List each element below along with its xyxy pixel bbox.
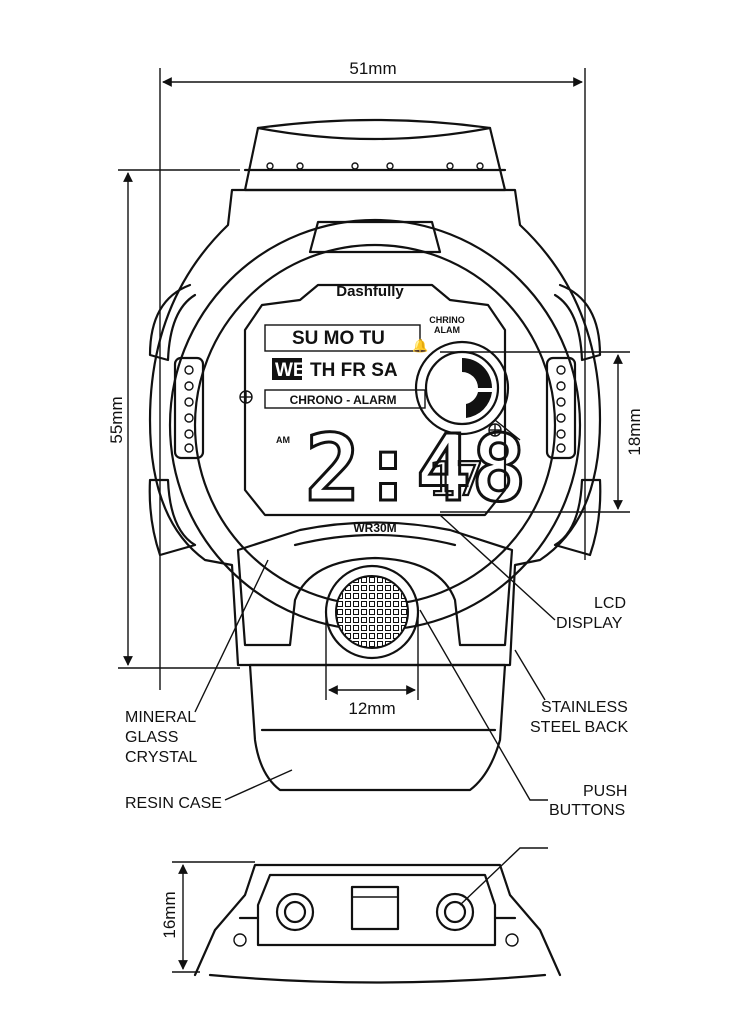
watch-front: Dashfully SU MO TU WE TH FR SA CHRINO AL… (148, 118, 602, 792)
lcd-display-label-2: DISPLAY (556, 615, 623, 632)
callout-lines (194, 514, 556, 906)
active-day: WE (275, 360, 306, 381)
side-button-lower-right (553, 478, 602, 557)
time-display: 2:48 (305, 415, 527, 522)
side-button-left (275, 892, 315, 932)
days-row-1: SU MO TU (292, 328, 385, 349)
seconds-display: 17 (428, 452, 483, 506)
front-guard (236, 521, 514, 647)
chrono-label-1: CHRINO (429, 315, 465, 325)
right-screw-strip (545, 356, 577, 460)
active-day-box (272, 358, 302, 380)
thickness-dimension: 16mm (160, 861, 255, 973)
push-buttons-label-1: PUSH (583, 783, 627, 800)
am-label: AM (276, 435, 290, 445)
crosshair-icon-left (239, 390, 253, 404)
lcd-display-label-1: LCD (594, 595, 626, 612)
side-button-right (435, 892, 475, 932)
side-crown (350, 885, 400, 931)
width-label: 51mm (349, 59, 396, 78)
side-profile (193, 863, 562, 984)
thickness-label: 16mm (160, 891, 179, 938)
brand-logo: Dashfully (336, 283, 404, 300)
steel-back-label-2: STEEL BACK (530, 719, 628, 736)
main-push-button (324, 564, 420, 660)
case-outer (148, 188, 602, 667)
water-resistance-label: WR30M (353, 521, 396, 535)
push-buttons-label-2: BUTTONS (549, 802, 625, 819)
side-button-lower-left (148, 478, 197, 557)
chrono-label-2: ALAM (434, 325, 460, 335)
display-dimension-label: 18mm (625, 408, 644, 455)
mode-label: CHRONO - ALARM (290, 393, 397, 407)
left-screw-strip (173, 356, 205, 460)
crosshair-icon-right (488, 423, 502, 437)
crystal-label-1: MINERAL (125, 709, 196, 726)
bottom-strap (248, 663, 507, 792)
width-dimension: 51mm (159, 59, 586, 690)
height-dimension: 55mm (107, 169, 240, 669)
subdial (414, 340, 521, 441)
height-label: 55mm (107, 396, 126, 443)
side-button-upper-right (553, 283, 602, 362)
side-button-upper-left (148, 283, 197, 362)
crystal-label-2: GLASS (125, 729, 178, 746)
display-window (243, 283, 507, 517)
button-dimension: 12mm (325, 612, 419, 718)
crystal-label-3: CRYSTAL (125, 749, 197, 766)
days-row-2: TH FR SA (310, 360, 398, 381)
steel-back-label-1: STAINLESS (541, 699, 628, 716)
button-dimension-label: 12mm (348, 699, 395, 718)
display-dimension: 18mm (440, 351, 644, 513)
top-strap (243, 118, 507, 192)
strap-dots (266, 162, 484, 170)
alarm-bell-icon: 🔔 (412, 338, 428, 353)
resin-case-label: RESIN CASE (125, 795, 222, 812)
